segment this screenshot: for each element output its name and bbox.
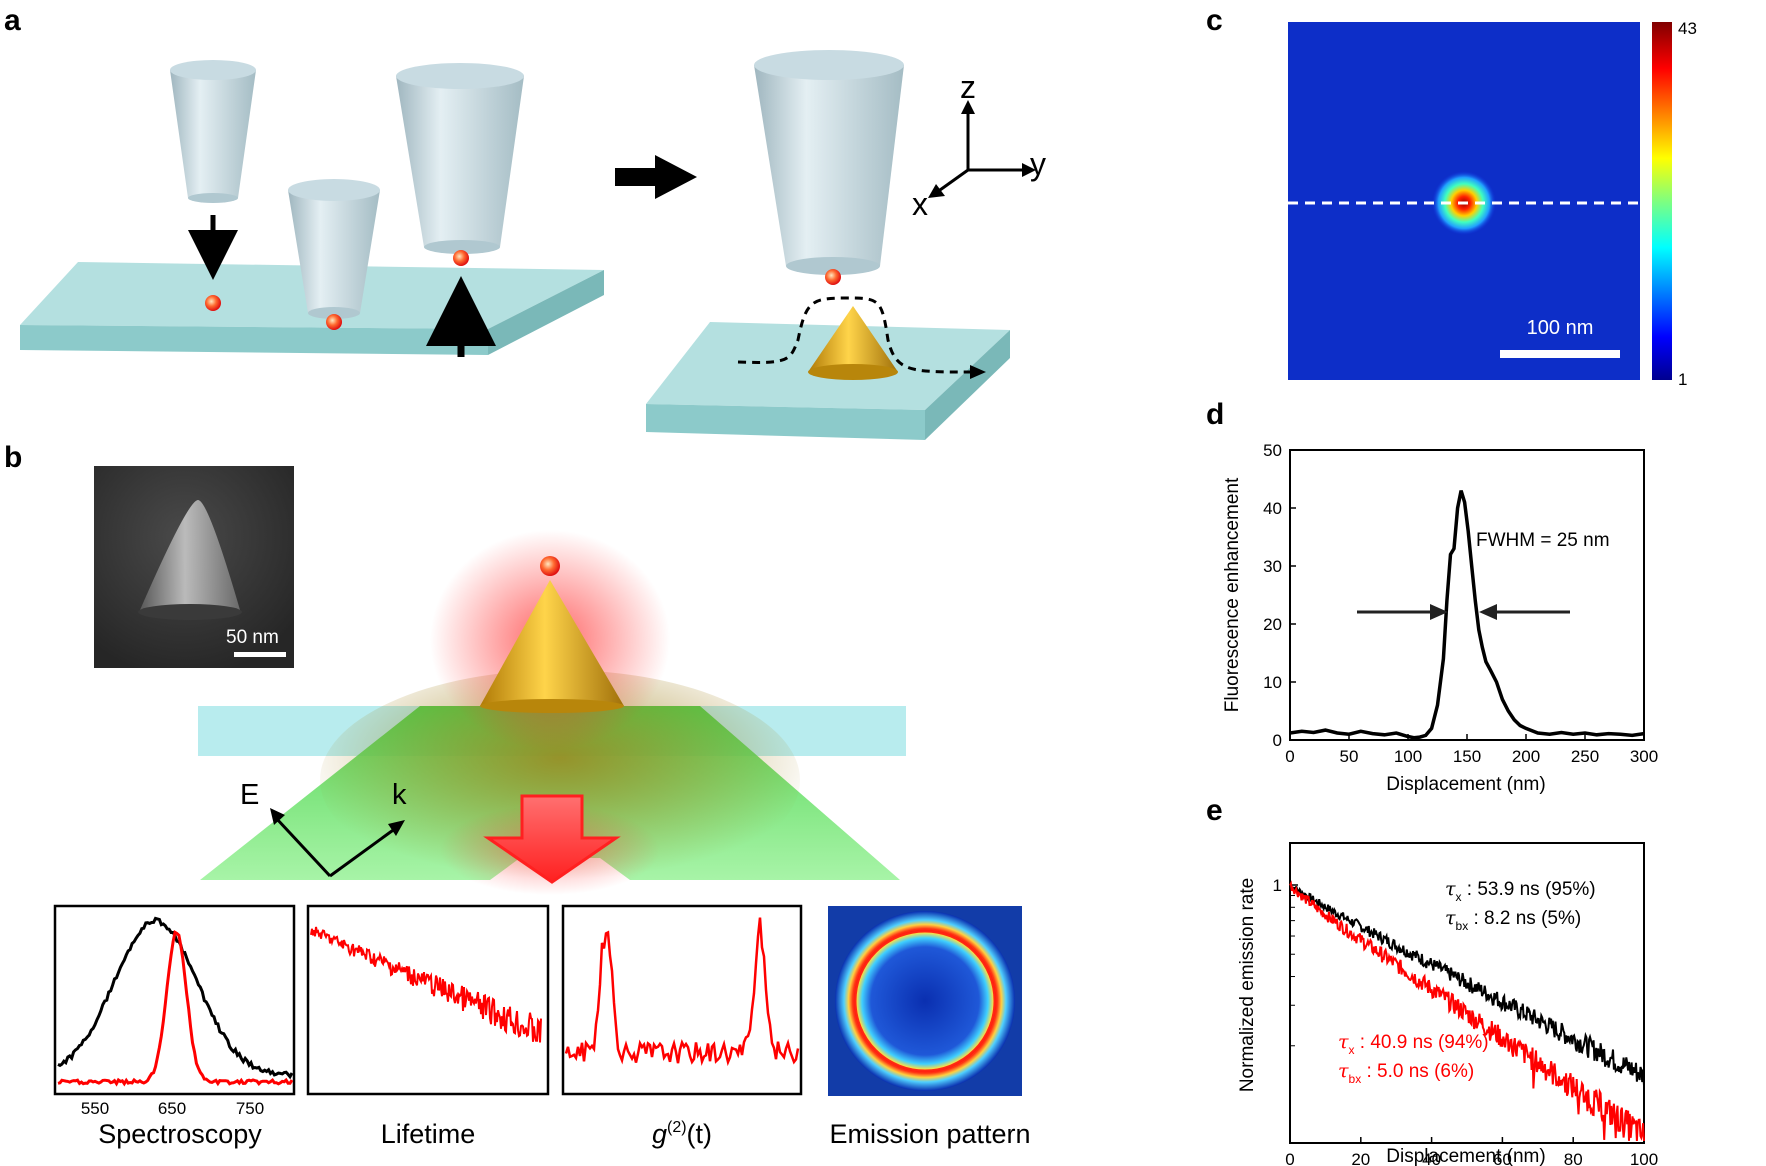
spec-tick: 650	[158, 1099, 186, 1118]
panel-a-setup: z y x	[20, 50, 1046, 440]
quantum-dot	[453, 250, 469, 266]
chart-emission-rate: 0 20 40 60 80 100 1 τx : 53.9 ns (95%) τbx : 8…	[1237, 842, 1658, 1166]
axis-x-label: x	[912, 186, 928, 222]
field-vectors: E k	[240, 779, 407, 878]
plot-frame	[1289, 449, 1645, 741]
y-tick-label: 0	[1273, 731, 1282, 750]
coordinate-axes: z y x	[912, 69, 1046, 222]
process-arrow	[615, 155, 697, 199]
x-tick-label: 300	[1630, 747, 1658, 766]
g2-trace	[564, 917, 800, 1067]
spectrum-red	[57, 929, 294, 1087]
x-tick-label: 0	[1285, 747, 1294, 766]
colorbar	[1652, 22, 1672, 380]
inset-label-spectroscopy: Spectroscopy	[98, 1119, 262, 1149]
x-tick-label: 40	[1422, 1150, 1441, 1166]
panel-label-d: d	[1206, 398, 1224, 431]
y-axis-label: Normalized emission rate	[1237, 878, 1258, 1092]
sem-scale-label: 50 nm	[226, 627, 279, 648]
sem-image: 50 nm	[94, 466, 294, 668]
y-tick-label: 50	[1263, 441, 1282, 460]
gold-nanocone	[808, 306, 898, 380]
axis-z-label: z	[960, 69, 976, 105]
inset-label-g2: g(2)(t)	[652, 1119, 712, 1149]
chart-fluorescence-enhancement: 0 50 100 150 200 250 300 0 10 20 30 40 50 FWHM = 25 …	[1222, 441, 1658, 795]
sem-scale-bar	[234, 652, 286, 657]
axis-y-label: y	[1030, 146, 1046, 182]
excitation-beam	[200, 670, 900, 890]
map-scale-label: 100 nm	[1527, 317, 1594, 339]
x-tick-label: 100	[1394, 747, 1422, 766]
x-axis-label: Displacement (nm)	[1386, 1146, 1545, 1166]
x-tick-label: 60	[1493, 1150, 1512, 1166]
legend-red-2: τbx : 5.0 ns (6%)	[1338, 1060, 1474, 1086]
panel-label-e: e	[1206, 794, 1223, 827]
x-tick-label: 80	[1564, 1150, 1583, 1166]
probe-tip	[288, 179, 380, 319]
legend-black-1: τx : 53.9 ns (95%)	[1445, 878, 1596, 904]
legend-red-1: τx : 40.9 ns (94%)	[1338, 1031, 1489, 1057]
collection-arrow	[483, 794, 621, 884]
inset-label-emission: Emission pattern	[829, 1119, 1030, 1149]
x-axis-label: Displacement (nm)	[1386, 774, 1545, 795]
panel-label-a: a	[4, 4, 21, 37]
probe-tip	[396, 63, 524, 254]
inset-label-lifetime: Lifetime	[381, 1119, 476, 1149]
y-tick-label: 30	[1263, 557, 1282, 576]
field-e-label: E	[240, 779, 259, 811]
quantum-dot	[205, 295, 221, 311]
x-tick-label: 100	[1630, 1150, 1658, 1166]
quantum-dot	[326, 314, 342, 330]
y-axis-label: Fluorescence enhancement	[1222, 477, 1243, 712]
field-k-label: k	[392, 779, 407, 811]
x-tick-label: 250	[1571, 747, 1599, 766]
gold-nanocone	[480, 580, 624, 713]
colorbar-min: 1	[1678, 370, 1687, 389]
colorbar-max: 43	[1678, 19, 1697, 38]
x-tick-label: 0	[1285, 1150, 1294, 1166]
enhancement-curve	[1289, 490, 1645, 740]
quantum-dot	[540, 556, 560, 576]
panel-label-c: c	[1206, 4, 1223, 37]
decay-black	[1289, 884, 1645, 1086]
map-scale-bar	[1500, 350, 1620, 358]
y-tick-label: 40	[1263, 499, 1282, 518]
spec-tick: 750	[236, 1099, 264, 1118]
probe-tip	[754, 50, 904, 275]
inset-emission-pattern: Emission pattern	[828, 906, 1031, 1149]
inset-spectroscopy: 550 650 750 Spectroscopy	[53, 904, 296, 1149]
spec-tick: 550	[81, 1099, 109, 1118]
y-tick-label: 1	[1273, 876, 1282, 895]
y-tick-label: 10	[1263, 673, 1282, 692]
plot-frame	[1289, 842, 1645, 1144]
inset-g2: g(2)(t)	[561, 904, 803, 1149]
decay-red	[1289, 880, 1645, 1142]
y-tick-label: 20	[1263, 615, 1282, 634]
quantum-dot	[825, 269, 841, 285]
panel-c-fluorescence-map: 100 nm 43 1	[1288, 19, 1697, 389]
x-tick-label: 50	[1340, 747, 1359, 766]
panel-label-b: b	[4, 441, 22, 474]
x-tick-label: 200	[1512, 747, 1540, 766]
x-tick-label: 150	[1453, 747, 1481, 766]
inset-lifetime: Lifetime	[306, 904, 550, 1149]
x-tick-label: 20	[1351, 1150, 1370, 1166]
fwhm-label: FWHM = 25 nm	[1476, 530, 1610, 551]
lifetime-trace	[310, 926, 542, 1043]
scan-path	[737, 296, 971, 374]
probe-tip	[170, 60, 256, 203]
legend-black-2: τbx : 8.2 ns (5%)	[1445, 907, 1581, 933]
